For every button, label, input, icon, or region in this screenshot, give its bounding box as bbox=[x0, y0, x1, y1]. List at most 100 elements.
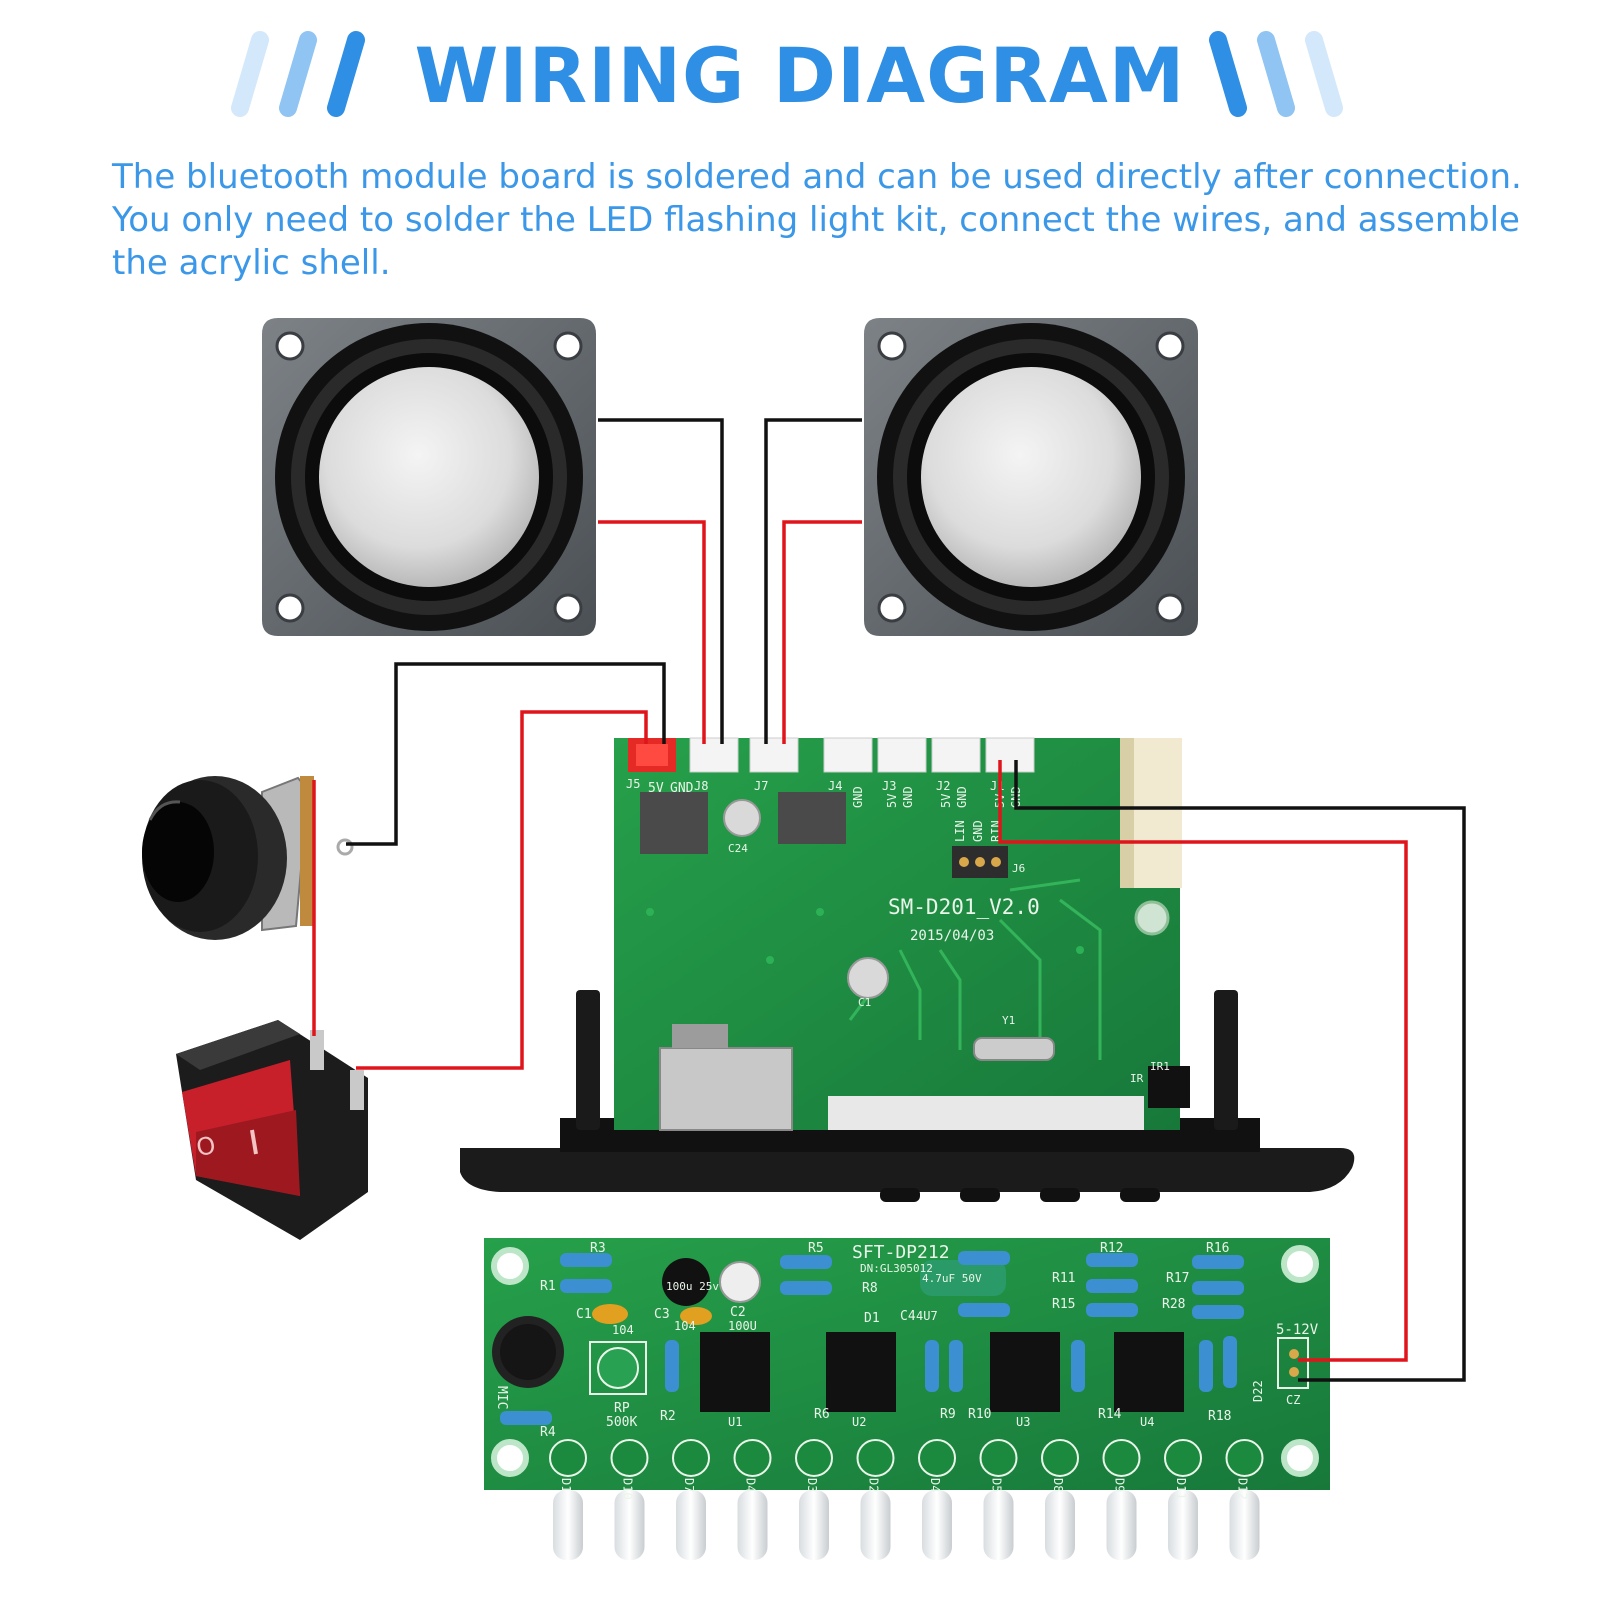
led-footprint bbox=[795, 1439, 833, 1477]
resistor-label: R9 bbox=[940, 1407, 956, 1422]
resistor bbox=[925, 1340, 939, 1392]
chip-label: U4 bbox=[1140, 1415, 1154, 1429]
led-body bbox=[676, 1490, 706, 1560]
chip-label: U1 bbox=[728, 1415, 742, 1429]
wire-power-red bbox=[356, 710, 648, 1070]
led-label: D2 bbox=[867, 1478, 881, 1492]
led-label: D8 bbox=[1051, 1478, 1065, 1492]
bluetooth-module-board: J5 5V GND J8 J7 J4 J3 J2 J1 GND 5V GND 5… bbox=[460, 737, 1355, 1202]
wire-left-speaker-black bbox=[598, 418, 724, 744]
board-date: 2015/04/03 bbox=[910, 928, 994, 944]
led-footprint bbox=[918, 1439, 956, 1477]
connector-label: J4 bbox=[828, 779, 842, 793]
pin-label: GND bbox=[955, 786, 969, 808]
right-speaker bbox=[864, 318, 1198, 636]
led-board-connector: CZ bbox=[1286, 1393, 1300, 1407]
pin-label: LIN bbox=[953, 820, 967, 842]
resistor bbox=[1071, 1340, 1085, 1392]
part-label: IR1 bbox=[1150, 1060, 1170, 1073]
resistor-label: R2 bbox=[660, 1409, 676, 1424]
led-footprint bbox=[733, 1439, 772, 1477]
resistor bbox=[1192, 1281, 1244, 1295]
led-body bbox=[1168, 1490, 1198, 1560]
led-body bbox=[553, 1490, 583, 1560]
chip-label: U2 bbox=[852, 1415, 866, 1429]
description-line: the acrylic shell. bbox=[112, 243, 391, 283]
led-footprint bbox=[1225, 1439, 1264, 1477]
wire-left-speaker-red bbox=[598, 520, 706, 744]
wire-led-power-black bbox=[1014, 760, 1466, 1382]
resistor bbox=[1086, 1279, 1138, 1293]
resistor-label: R6 bbox=[814, 1407, 830, 1422]
part-label: C1 bbox=[858, 996, 871, 1009]
led-label: D7 bbox=[682, 1478, 696, 1492]
resistor-label: R17 bbox=[1166, 1271, 1189, 1286]
wire-led-power-red bbox=[998, 760, 1408, 1362]
rocker-switch: O bbox=[176, 1020, 368, 1240]
led-board-dn: DN:GL305012 bbox=[860, 1262, 933, 1275]
resistor bbox=[780, 1281, 832, 1295]
resistor bbox=[780, 1255, 832, 1269]
left-slash-decoration bbox=[231, 31, 365, 117]
resistor-label: R16 bbox=[1206, 1241, 1229, 1256]
capacitor-value: 4.7uF 50V bbox=[922, 1272, 982, 1285]
led-footprint bbox=[856, 1439, 895, 1477]
mic-label: MIC bbox=[494, 1386, 509, 1409]
led-body bbox=[922, 1490, 952, 1560]
resistor-label: R8 bbox=[862, 1281, 878, 1296]
connector-label: J5 bbox=[626, 777, 640, 791]
pin-label: 5V bbox=[885, 794, 899, 808]
trimmer-value: 500K bbox=[606, 1415, 637, 1430]
resistor-label: R3 bbox=[590, 1241, 606, 1256]
pin-label: 5V bbox=[939, 794, 953, 808]
left-speaker bbox=[262, 318, 596, 636]
part-label: Y1 bbox=[1002, 1014, 1015, 1027]
led-board-voltage: 5-12V bbox=[1276, 1322, 1319, 1338]
diode-label: D1 bbox=[864, 1311, 880, 1326]
resistor-label: R5 bbox=[808, 1241, 824, 1256]
led-board-model: SFT-DP212 bbox=[852, 1242, 950, 1263]
led-body bbox=[1045, 1490, 1075, 1560]
connector-label: J1 bbox=[990, 779, 1004, 793]
svg-text:O: O bbox=[194, 1131, 217, 1162]
led-footprint bbox=[672, 1439, 710, 1477]
resistor-label: R14 bbox=[1098, 1407, 1122, 1422]
description: The bluetooth module board is soldered a… bbox=[112, 156, 1522, 285]
trimmer-label: RP bbox=[614, 1401, 630, 1416]
led-body bbox=[799, 1490, 829, 1560]
connector-label: J7 bbox=[754, 779, 768, 793]
connector-label: J3 bbox=[882, 779, 896, 793]
resistor bbox=[665, 1340, 679, 1392]
resistor bbox=[1199, 1340, 1213, 1392]
diode-label: D22 bbox=[1251, 1380, 1265, 1402]
resistor bbox=[1086, 1253, 1138, 1267]
led-label: D10 bbox=[621, 1478, 635, 1500]
resistor-label: R15 bbox=[1052, 1297, 1075, 1312]
resistor bbox=[949, 1340, 963, 1392]
led-body bbox=[860, 1490, 891, 1560]
pin-label: GND bbox=[971, 820, 985, 842]
resistor bbox=[500, 1411, 552, 1425]
capacitor-value: 104 bbox=[674, 1319, 696, 1333]
led-body bbox=[1229, 1490, 1260, 1560]
led-body bbox=[1106, 1490, 1137, 1560]
description-line: The bluetooth module board is soldered a… bbox=[112, 157, 1522, 197]
resistor bbox=[958, 1303, 1010, 1317]
pin-label: GND bbox=[851, 786, 865, 808]
capacitor-value: 104 bbox=[612, 1323, 634, 1337]
led-label: D4 bbox=[928, 1478, 942, 1492]
resistor bbox=[958, 1251, 1010, 1265]
led-label: D12 bbox=[1236, 1478, 1250, 1500]
resistor-label: R12 bbox=[1100, 1241, 1123, 1256]
page-title: WIRING DIAGRAM bbox=[414, 31, 1186, 120]
resistor bbox=[1192, 1255, 1244, 1269]
resistor bbox=[560, 1253, 612, 1267]
capacitor-label: C4 bbox=[900, 1309, 916, 1324]
led-body bbox=[983, 1490, 1014, 1560]
part-label: J6 bbox=[1012, 862, 1025, 875]
connector-label: J2 bbox=[936, 779, 950, 793]
led-footprint bbox=[549, 1439, 587, 1477]
part-label: IR bbox=[1130, 1072, 1144, 1085]
